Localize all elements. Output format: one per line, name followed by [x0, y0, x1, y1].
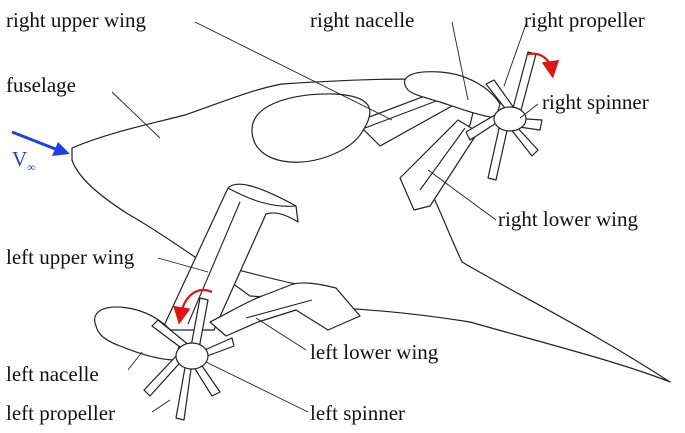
label-right-spinner: right spinner [542, 90, 649, 114]
label-left-nacelle: left nacelle [6, 362, 99, 386]
right-spinner-shape [494, 107, 526, 131]
left-lower-wing-shape [210, 283, 360, 336]
leader-left-lower-wing [256, 318, 306, 350]
label-right-upper-wing: right upper wing [6, 8, 146, 32]
label-right-propeller: right propeller [524, 8, 645, 32]
label-left-lower-wing: left lower wing [310, 340, 439, 364]
leader-left-propeller [152, 400, 170, 412]
leader-left-nacelle [128, 352, 142, 370]
leader-left-spinner [206, 362, 308, 412]
label-right-nacelle: right nacelle [310, 8, 414, 32]
label-left-upper-wing: left upper wing [6, 245, 135, 269]
label-left-spinner: left spinner [310, 401, 405, 425]
left-spinner-shape [176, 343, 208, 369]
label-fuselage: fuselage [6, 73, 76, 97]
freestream-label: V∞ [12, 147, 36, 174]
label-left-propeller: left propeller [6, 401, 115, 425]
label-right-lower-wing: right lower wing [498, 207, 638, 231]
